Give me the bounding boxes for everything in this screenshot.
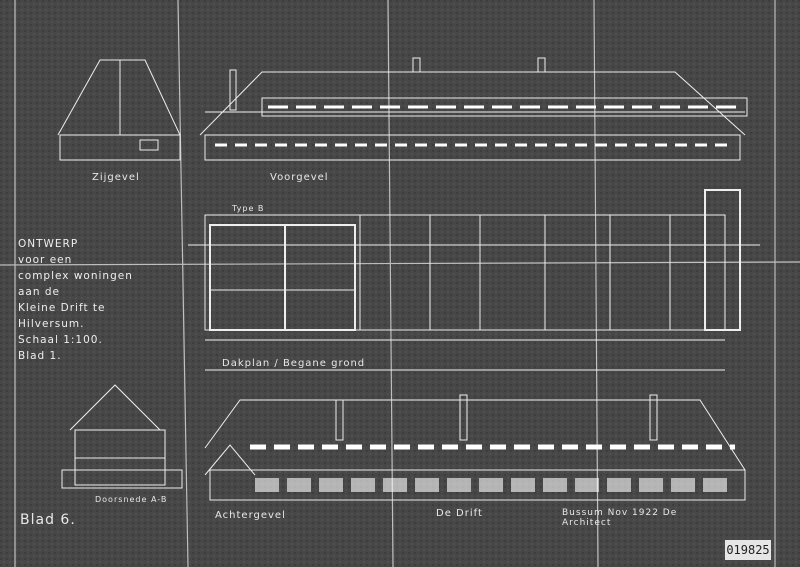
side-elevation [57,59,181,161]
section-label: Doorsnede A-B [95,495,168,504]
title-line: Hilversum. [18,318,85,330]
side-elevation-label: Zijgevel [92,172,140,183]
section-drawing [61,384,183,489]
floor-plan [188,189,760,371]
street-label: De Drift [436,508,483,519]
plan-type-label: Type B [232,204,265,213]
rear-windows [250,444,735,492]
signature-label: Bussum Nov 1922 De Architect [562,508,678,528]
sheet-label: Blad 6. [20,512,76,528]
title-line: complex woningen [18,270,133,282]
title-block: ONTWERP voor een complex woningen aan de… [18,236,133,364]
title-line: aan de [18,286,60,298]
title-line: ONTWERP [18,238,79,250]
rear-elevation [204,394,746,501]
archive-number-sticker: 019825 [725,540,771,560]
front-elevation [199,57,748,161]
front-elevation-label: Voorgevel [270,172,329,183]
plan-label: Dakplan / Begane grond [222,358,366,369]
title-line: Kleine Drift te [18,302,106,314]
front-windows [215,105,740,147]
title-line: Blad 1. [18,350,62,362]
title-line: voor een [18,254,73,266]
title-line: Schaal 1:100. [18,334,103,346]
rear-elevation-label: Achtergevel [215,510,286,521]
